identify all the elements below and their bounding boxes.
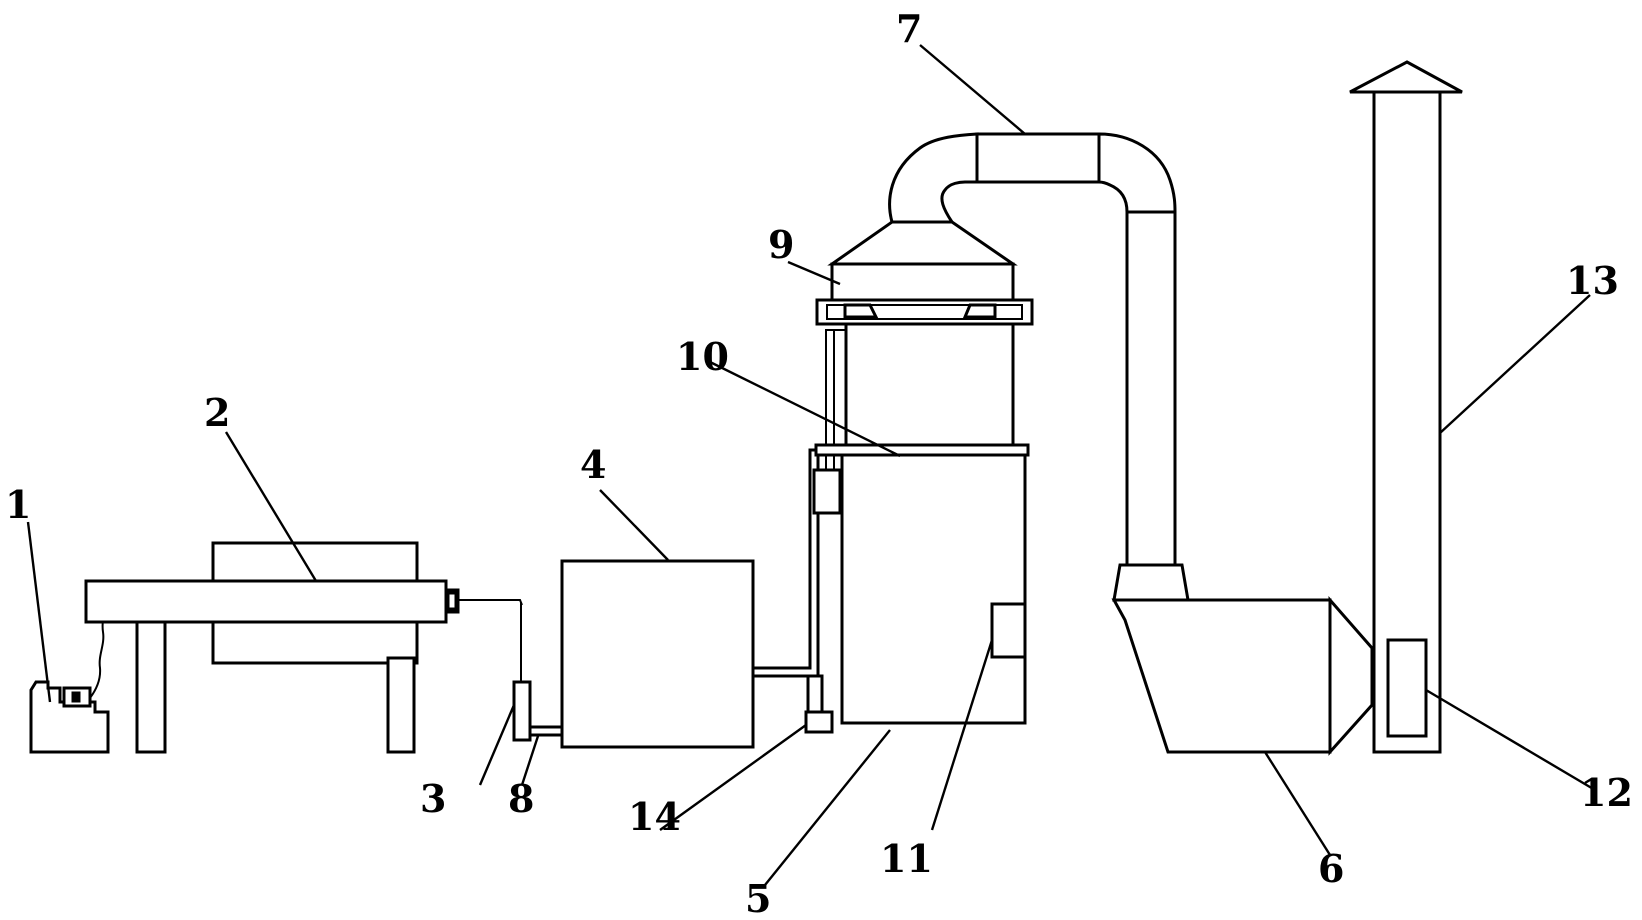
leader-2 (224, 431, 318, 582)
callout-label-1: 1 (5, 482, 31, 527)
callout-label-12: 12 (1580, 770, 1633, 815)
callout-label-7: 7 (896, 6, 922, 51)
leader-5 (764, 729, 891, 886)
callout-label-6: 6 (1318, 846, 1344, 891)
component-5-tower-body (840, 443, 1027, 725)
component-12-fan-motor (1386, 638, 1428, 738)
component-14-valve-box (804, 710, 834, 734)
callout-label-13: 13 (1566, 258, 1619, 303)
callout-label-11: 11 (880, 836, 933, 881)
callout-label-9: 9 (768, 222, 794, 267)
callout-label-2: 2 (204, 390, 230, 435)
component-8-pipe (528, 725, 564, 737)
component-9-hood (815, 220, 1034, 326)
leader-8 (520, 735, 540, 786)
tower-upper-section (844, 322, 1015, 447)
callout-labels: 1 2 3 4 5 6 7 8 9 10 11 12 13 14 (5, 6, 1633, 920)
component-11-side-panel (990, 602, 1027, 659)
component-3-pump (512, 602, 532, 742)
leader-14 (659, 724, 807, 831)
callout-label-5: 5 (745, 876, 771, 920)
leader-1 (26, 521, 52, 703)
leader-11 (930, 639, 994, 831)
leader-3 (478, 704, 516, 786)
callout-label-8: 8 (508, 776, 534, 821)
leader-12 (1425, 688, 1596, 792)
callout-label-10: 10 (676, 334, 729, 379)
component-6-fan-housing (1111, 596, 1374, 756)
component-4-tank (560, 559, 755, 749)
leader-lines (26, 44, 1596, 886)
leader-6 (1263, 751, 1332, 856)
callout-label-4: 4 (580, 442, 606, 487)
callout-label-14: 14 (628, 794, 681, 839)
component-7-duct (888, 132, 1190, 602)
leader-9 (787, 260, 841, 286)
leader-4 (599, 489, 669, 561)
component-2-table-unit (84, 541, 523, 754)
leader-10 (705, 358, 901, 458)
callout-label-3: 3 (420, 776, 446, 821)
leader-7 (919, 44, 1026, 135)
leader-13 (1439, 294, 1591, 434)
